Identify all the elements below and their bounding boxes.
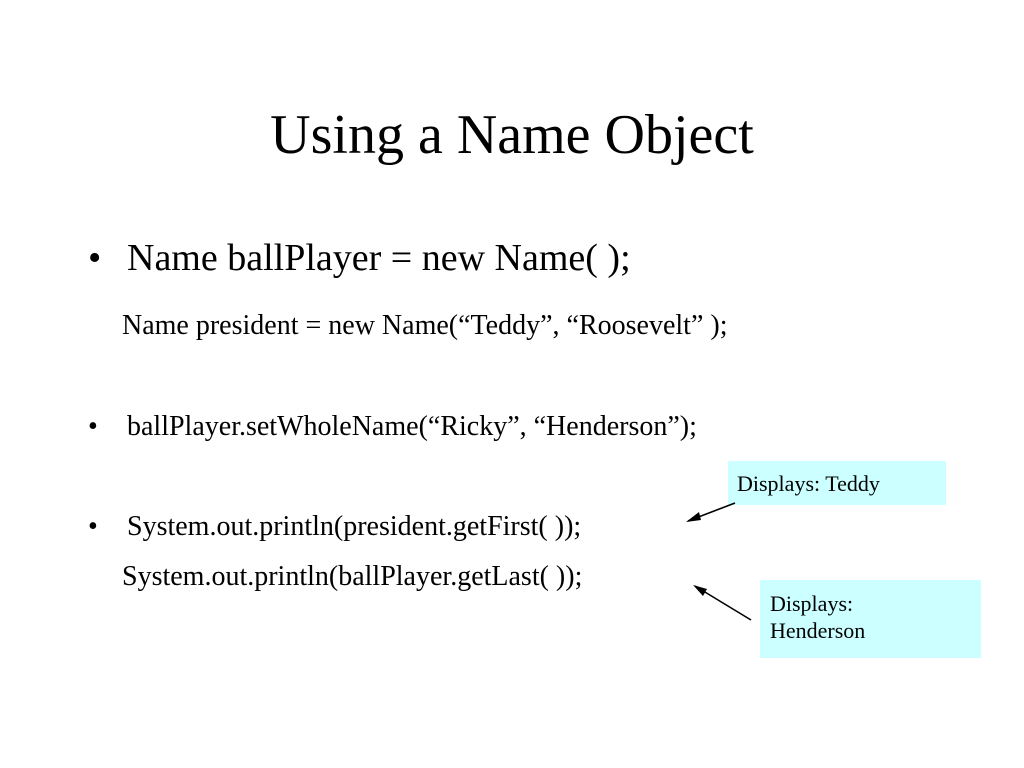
code-line-print-last: System.out.println(ballPlayer.getLast( )… (122, 561, 583, 592)
callout-displays-henderson: Displays: Henderson (760, 580, 981, 658)
bullet-marker: • (88, 411, 98, 442)
arrow-teddy-head (686, 512, 701, 522)
code-line-set-whole-name: ballPlayer.setWholeName(“Ricky”, “Hender… (127, 411, 697, 442)
code-line-declare-president: Name president = new Name(“Teddy”, “Roos… (122, 310, 728, 341)
arrow-henderson-head (693, 585, 707, 596)
arrow-teddy-line (687, 502, 736, 522)
bullet-marker: • (88, 511, 98, 542)
callout-displays-teddy: Displays: Teddy (728, 461, 946, 505)
callout-text-line1: Displays: (770, 591, 854, 616)
callout-text: Displays: Teddy (737, 471, 880, 496)
slide-title: Using a Name Object (270, 104, 754, 166)
arrow-henderson-line (694, 585, 752, 621)
callout-text-line2: Henderson (770, 618, 866, 643)
code-line-print-first: System.out.println(president.getFirst( )… (127, 511, 582, 542)
bullet-marker: • (88, 237, 102, 279)
code-line-declare-ballplayer: Name ballPlayer = new Name( ); (127, 237, 631, 279)
